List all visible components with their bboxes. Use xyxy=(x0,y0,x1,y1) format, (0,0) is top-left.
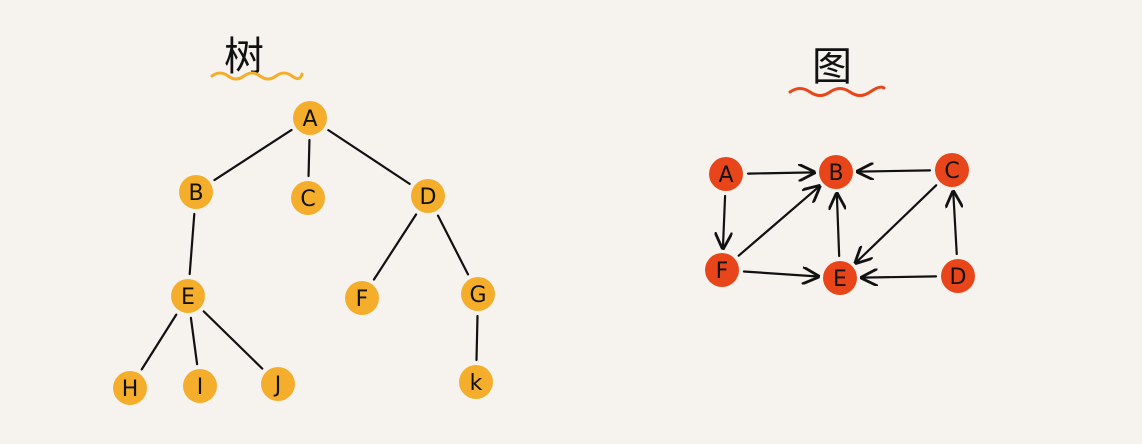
graph-edge-d-c xyxy=(953,192,957,256)
graph-edge-c-e xyxy=(856,184,938,262)
tree-edge-a-b xyxy=(213,128,293,182)
graph-node-d: D xyxy=(941,259,975,293)
graph-node-a: A xyxy=(709,157,743,191)
tree-node-h-label: H xyxy=(122,377,139,402)
tree-node-i-label: I xyxy=(197,375,204,400)
graph-node-b-circle xyxy=(819,155,853,189)
graph-node-c-circle xyxy=(935,153,969,187)
graph-node-b: B xyxy=(819,155,853,189)
tree-node-e-label: E xyxy=(181,285,195,310)
graph-node-a-label: A xyxy=(718,163,733,188)
tree-node-a-circle xyxy=(293,101,327,135)
graph-edge-a-f xyxy=(723,194,725,248)
tree-node-d: D xyxy=(411,179,445,213)
graph-node-d-circle xyxy=(941,259,975,293)
tree-node-d-label: D xyxy=(420,185,437,210)
graph-node-f-label: F xyxy=(716,259,729,284)
graph-node-e-circle xyxy=(823,261,857,295)
graph-node-f: F xyxy=(705,253,739,287)
tree-edge-d-g xyxy=(436,214,470,276)
graph-node-d-label: D xyxy=(950,265,967,290)
tree-node-k: k xyxy=(459,365,493,399)
tree-node-h: H xyxy=(113,371,147,405)
tree-node-i-circle xyxy=(183,369,217,403)
tree-title-underline xyxy=(210,71,304,81)
graph-edge-d-e xyxy=(862,276,938,277)
graph-edge-c-b xyxy=(858,170,932,171)
tree-node-j-label: J xyxy=(273,373,282,398)
tree-node-b-circle xyxy=(179,175,213,209)
tree-edge-a-d xyxy=(327,129,411,185)
graph-node-e: E xyxy=(823,261,857,295)
tree-node-j-circle xyxy=(261,367,295,401)
graph-node-c-label: C xyxy=(944,159,959,184)
tree-node-g-label: G xyxy=(469,283,486,308)
tree-node-g: G xyxy=(461,277,495,311)
tree-edge-e-i xyxy=(189,316,199,366)
tree-title: 树 xyxy=(224,34,266,80)
graph-edge-f-e xyxy=(742,271,818,276)
tree-node-h-circle xyxy=(113,371,147,405)
tree-node-f-label: F xyxy=(356,287,369,312)
tree-edge-d-f xyxy=(372,213,418,281)
graph-edge-e-b xyxy=(837,194,839,258)
tree-edge-a-c xyxy=(307,138,311,178)
tree-node-b-label: B xyxy=(188,181,203,206)
tree-node-e-circle xyxy=(171,279,205,313)
graph-node-a-circle xyxy=(709,157,743,191)
tree-node-k-circle xyxy=(459,365,493,399)
graph-edge-f-b xyxy=(737,186,820,257)
tree-node-b: B xyxy=(179,175,213,209)
graph-node-f-circle xyxy=(705,253,739,287)
tree-edge-b-e xyxy=(188,212,196,276)
tree-node-k-label: k xyxy=(470,371,483,396)
tree-node-a-label: A xyxy=(302,107,317,132)
tree-node-i: I xyxy=(183,369,217,403)
tree-node-j: J xyxy=(261,367,295,401)
graph-node-e-label: E xyxy=(833,267,847,292)
graph-edge-a-b xyxy=(746,172,814,173)
tree-node-c: C xyxy=(291,181,325,215)
graph-title: 图 xyxy=(812,44,854,90)
tree-node-d-circle xyxy=(411,179,445,213)
tree-node-g-circle xyxy=(461,277,495,311)
tree-node-f-circle xyxy=(345,281,379,315)
graph-node-c: C xyxy=(935,153,969,187)
tree-node-e: E xyxy=(171,279,205,313)
tree-node-c-label: C xyxy=(300,187,315,212)
tree-node-c-circle xyxy=(291,181,325,215)
tree-node-a: A xyxy=(293,101,327,135)
graph-node-b-label: B xyxy=(828,161,843,186)
graph-title-underline xyxy=(788,85,886,97)
tree-edge-g-k xyxy=(475,314,479,362)
tree-edge-e-j xyxy=(202,310,264,370)
tree-edge-e-h xyxy=(140,313,178,371)
tree-node-f: F xyxy=(345,281,379,315)
